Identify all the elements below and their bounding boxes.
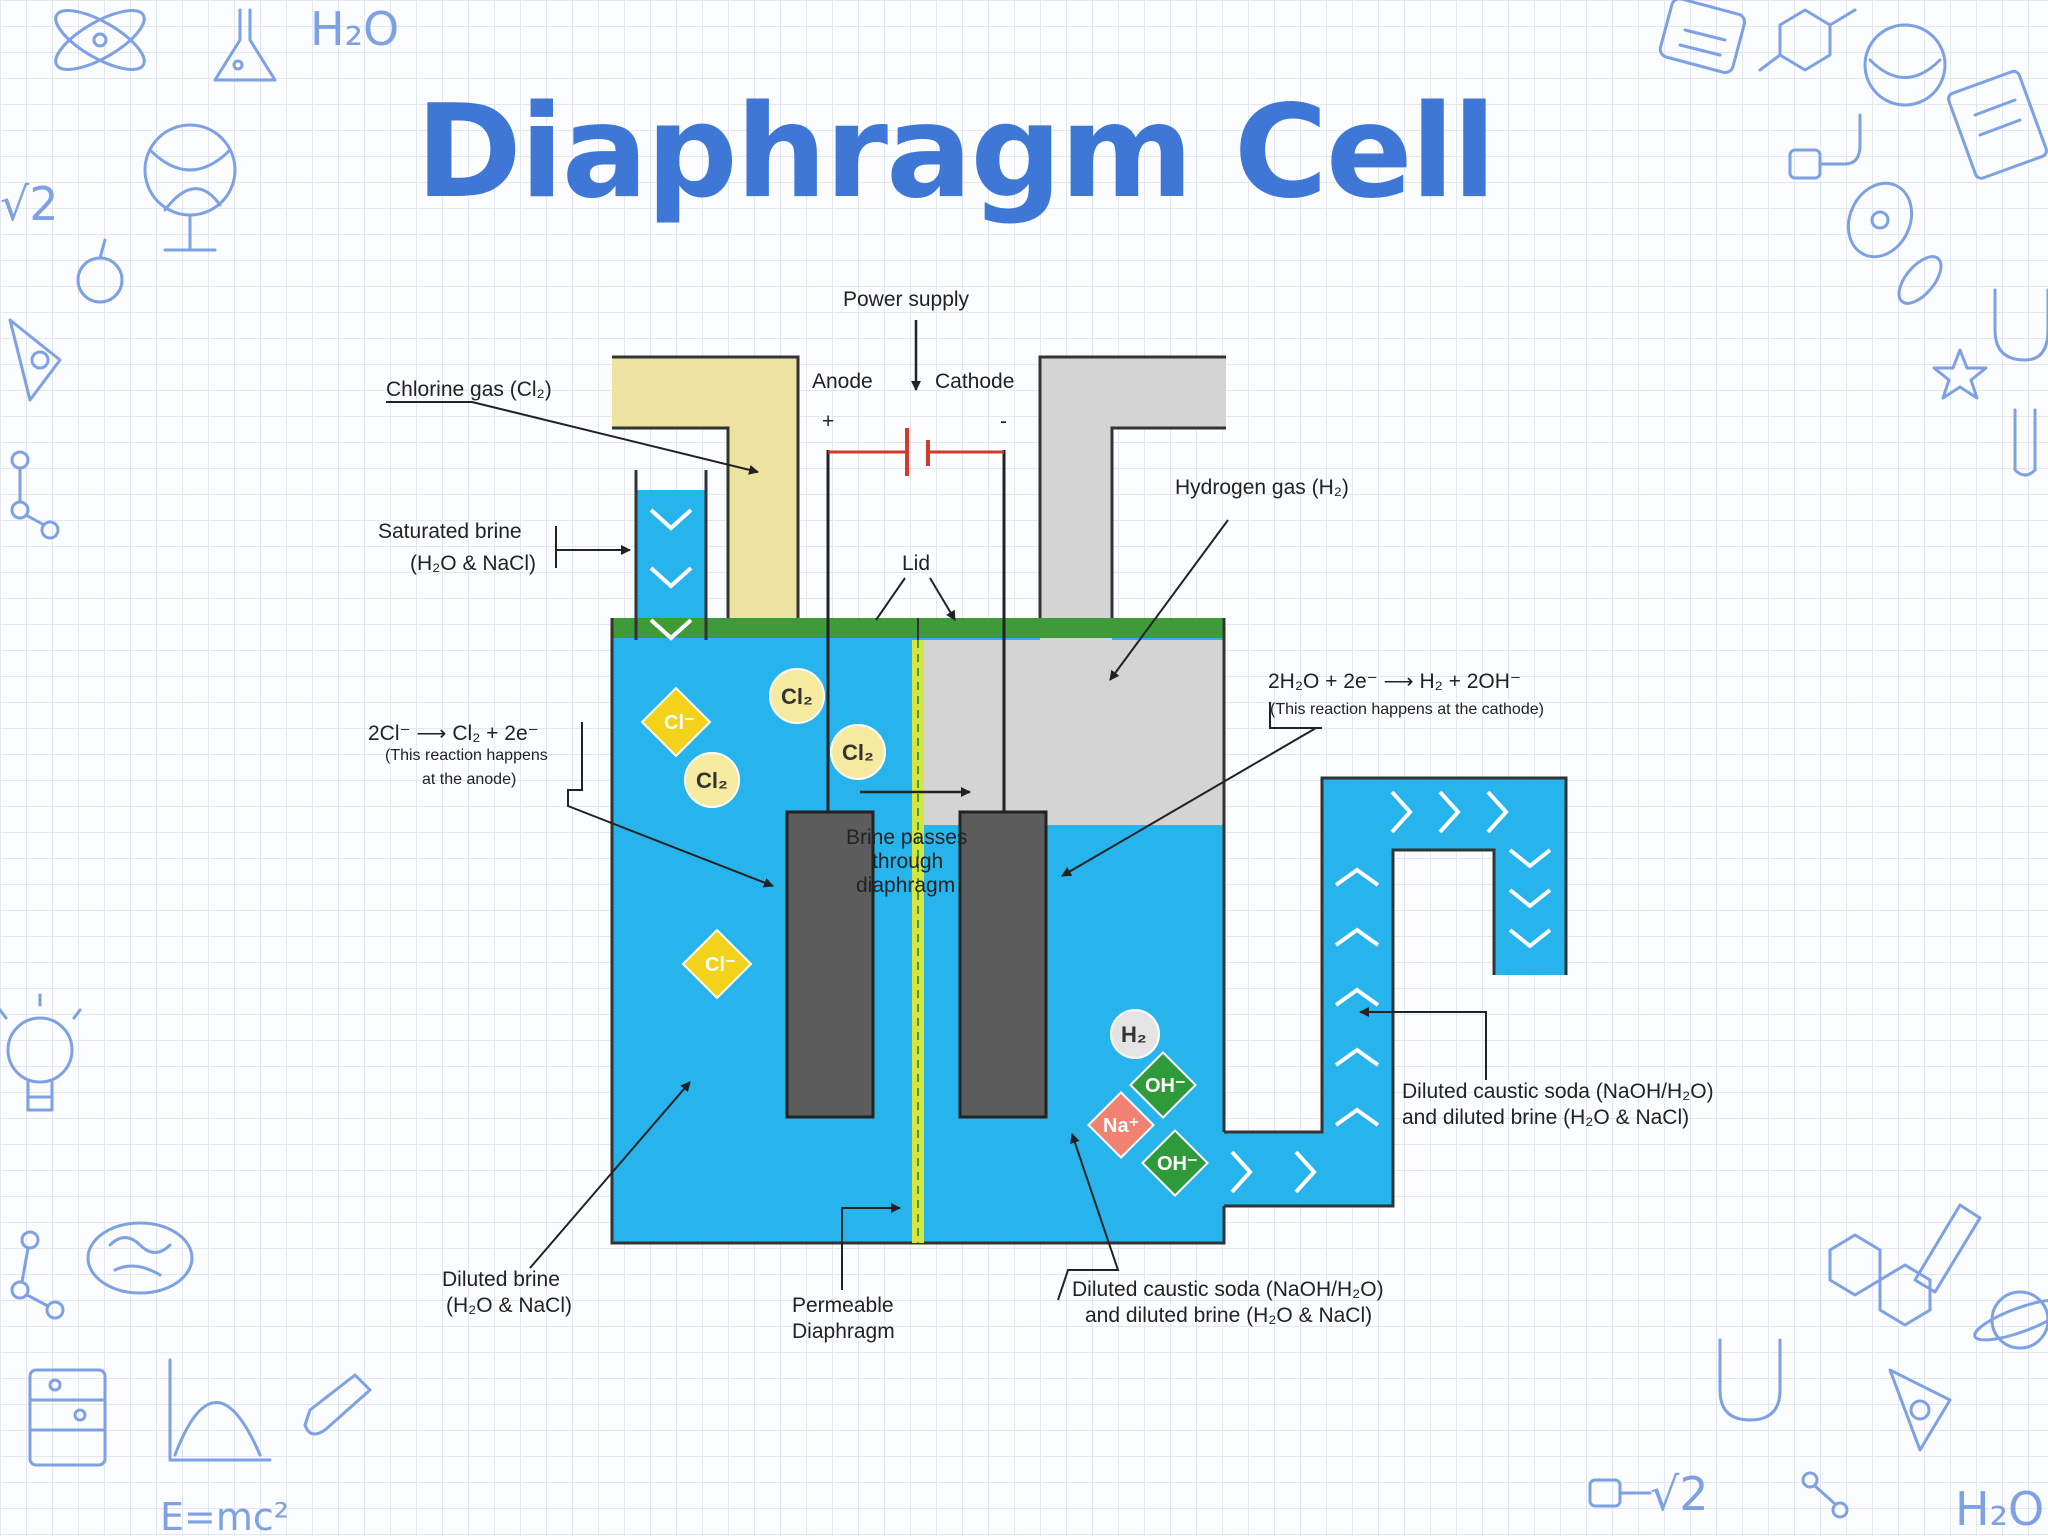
abacus-icon: [28, 1368, 107, 1467]
power-supply-label: Power supply: [843, 288, 970, 311]
sodium-ion: Na⁺: [1087, 1091, 1155, 1159]
saturated-brine-label-2: (H₂O & NaCl): [410, 552, 536, 575]
atom-icon: [54, 9, 146, 71]
cathode-electrode: [958, 810, 1048, 1119]
svg-text:H₂: H₂: [1121, 1022, 1147, 1047]
h2o-doodle-top: H₂O: [310, 2, 399, 56]
flask-icon: [213, 8, 277, 82]
svg-text:Na⁺: Na⁺: [1103, 1115, 1139, 1137]
globe-icon: [143, 123, 237, 252]
hydrogen-molecule: H₂: [1110, 1009, 1160, 1059]
svg-text:Cl₂: Cl₂: [781, 684, 813, 709]
brine-passes-label-1: Brine passes: [846, 826, 967, 849]
molecule-icon: [10, 450, 60, 540]
svg-text:OH⁻: OH⁻: [1157, 1153, 1198, 1175]
permeable-label-2: Diaphragm: [792, 1320, 895, 1343]
saturated-brine-label-1: Saturated brine: [378, 520, 522, 543]
star-icon: [1932, 348, 1988, 400]
hexagon-molecule-icon: [1758, 8, 1857, 72]
flow-chevrons-inlet: [649, 508, 693, 641]
hydrogen-gas-space: [918, 640, 1224, 825]
page-title: Diaphragm Cell: [415, 78, 1497, 227]
svg-text:Cl⁻: Cl⁻: [705, 954, 736, 976]
test-tube-icon: [2013, 408, 2037, 477]
cathode-minus-sign: -: [1000, 410, 1007, 433]
hexagon-molecule-icon-bottom: [1828, 1233, 1932, 1327]
cathode-reaction-equation: 2H₂O + 2e⁻ ⟶ H₂ + 2OH⁻: [1268, 670, 1521, 693]
anode-reaction-note-1: (This reaction happens: [385, 747, 548, 764]
hydrogen-gas-label: Hydrogen gas (H₂): [1175, 476, 1349, 499]
cathode-label: Cathode: [935, 370, 1014, 393]
globe-icon-right: [1863, 23, 1947, 107]
emc2-doodle: E=mc²: [160, 1495, 289, 1536]
chlorine-gas-pipe: [612, 357, 798, 623]
flow-chevrons-outlet: [1230, 790, 1552, 1194]
chlorine-molecule: Cl₂: [830, 724, 886, 780]
rocket-icon-bottom: [1888, 1368, 1952, 1452]
planet-icon: [1973, 1290, 2048, 1350]
permeable-label-1: Permeable: [792, 1294, 894, 1317]
bell-curve-icon: [168, 1358, 272, 1462]
caustic-soda-right-label-1: Diluted caustic soda (NaOH/H₂O): [1402, 1080, 1714, 1103]
svg-text:Cl⁻: Cl⁻: [664, 712, 695, 734]
chlorine-gas-label: Chlorine gas (Cl₂): [386, 378, 552, 401]
caustic-soda-right-label-2: and diluted brine (H₂O & NaCl): [1402, 1106, 1689, 1129]
plug-icon-bottom: [1588, 1478, 1652, 1508]
molecule-icon-bottom-right: [1801, 1471, 1849, 1519]
calculator-icon: [1658, 0, 1747, 75]
pencil-icon: [1913, 1203, 1982, 1294]
chlorine-molecule: Cl₂: [684, 752, 740, 808]
anode-reaction-equation: 2Cl⁻ ⟶ Cl₂ + 2e⁻: [368, 722, 539, 745]
hydroxide-ion: OH⁻: [1129, 1051, 1197, 1119]
bacteria-icon: [1846, 181, 1943, 305]
anode-reaction-note-2: at the anode): [422, 771, 516, 788]
magnet-icon-bottom: [1718, 1338, 1782, 1422]
outlet-pipe-liquid: [1224, 778, 1566, 1206]
power-supply-circuit: [826, 320, 1006, 812]
h2o-doodle-bottom: H₂O: [1955, 1482, 2044, 1536]
sqrt2-doodle-bottom: √2: [1650, 1467, 1709, 1521]
rocket-icon: [8, 318, 62, 402]
hydroxide-ion: OH⁻: [1141, 1129, 1209, 1197]
anode-label: Anode: [812, 370, 873, 393]
test-tube-icon-bottom: [303, 1373, 372, 1436]
chloride-ion: Cl⁻: [681, 928, 753, 1000]
magnet-icon-right: [1993, 288, 2048, 362]
brain-icon: [86, 1221, 194, 1295]
svg-text:OH⁻: OH⁻: [1145, 1075, 1186, 1097]
diluted-brine-label-2: (H₂O & NaCl): [446, 1294, 572, 1317]
brine-inlet-liquid: [636, 490, 706, 640]
diluted-brine-label-1: Diluted brine: [442, 1268, 560, 1291]
chlorine-molecule: Cl₂: [769, 668, 825, 724]
caustic-soda-bottom-label-1: Diluted caustic soda (NaOH/H₂O): [1072, 1278, 1384, 1301]
anode-electrode: [785, 810, 875, 1119]
notebook-icon: [1947, 69, 2048, 180]
molecule-icon-bottom: [10, 1230, 65, 1320]
lightbulb-icon: [0, 993, 82, 1112]
brine-passes-label-2: through: [872, 850, 943, 873]
svg-text:Cl₂: Cl₂: [842, 740, 874, 765]
svg-text:Cl₂: Cl₂: [696, 768, 728, 793]
brine-passes-label-3: diaphragm: [856, 874, 955, 897]
cathode-reaction-note: (This reaction happens at the cathode): [1270, 701, 1544, 718]
plug-icon: [1788, 113, 1862, 180]
sqrt2-doodle-top: √2: [0, 177, 59, 231]
chloride-ion: Cl⁻: [640, 686, 712, 758]
anode-plus-sign: +: [822, 410, 834, 433]
apple-icon: [76, 238, 124, 304]
lid-label: Lid: [902, 552, 930, 575]
caustic-soda-bottom-label-2: and diluted brine (H₂O & NaCl): [1085, 1304, 1372, 1327]
